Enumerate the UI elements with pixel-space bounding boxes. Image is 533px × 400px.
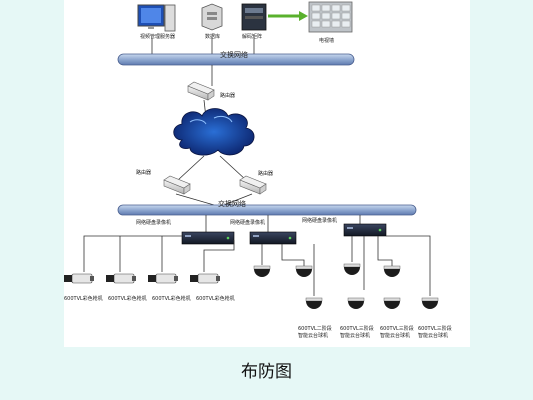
dome-label: 600TVL二阶段 智能云台球机 [298,325,332,339]
dome-label: 600TVL三阶段 智能云台球机 [418,325,452,339]
dome-camera-icon [343,263,361,275]
router-icon [187,81,215,101]
camera-label: 600TVL彩色枪机 [64,295,103,302]
dome-label-line: 智能云台球机 [380,332,410,339]
dome-camera-icon [305,297,323,309]
router-right-label: 路由器 [258,170,273,177]
router-icon [163,175,191,195]
dome-camera-icon [295,265,313,277]
dome-camera-icon [383,297,401,309]
dome-camera-icon [253,265,271,277]
decoder-icon [241,3,267,31]
slide-caption: 布防图 [241,362,292,382]
top-network-bus [117,53,355,66]
bullet-camera-icon [106,273,136,284]
dome-label-line: 600TVL三阶段 [418,325,452,332]
dome-camera-icon [383,265,401,277]
camera-label: 600TVL彩色枪机 [152,295,191,302]
router-icon [239,175,267,195]
video-wall-icon [308,1,353,33]
camera-label: 600TVL彩色枪机 [108,295,147,302]
nvr-label: 网络硬盘录像机 [302,217,337,224]
decoder-label: 解码矩阵 [242,33,262,40]
management-server-label: 视频管理服务器 [140,33,175,40]
dome-label: 600TVL三阶段 智能云台球机 [380,325,414,339]
dome-label-line: 智能云台球机 [298,332,328,339]
dome-label-line: 600TVL三阶段 [340,325,374,332]
router-left-label: 路由器 [136,169,151,176]
dome-label-line: 600TVL三阶段 [380,325,414,332]
dome-label: 600TVL三阶段 智能云台球机 [340,325,374,339]
camera-label: 600TVL彩色枪机 [196,295,235,302]
nvr-label: 网络硬盘录像机 [136,219,171,226]
bullet-camera-icon [190,273,220,284]
nvr-icon [343,223,387,237]
nvr-icon [249,231,297,245]
storage-server-label: 数据库 [205,33,220,40]
dome-label-line: 智能云台球机 [340,332,370,339]
storage-server-icon [201,3,223,31]
dome-label-line: 600TVL二阶段 [298,325,332,332]
dome-label-line: 智能云台球机 [418,332,448,339]
internet-cloud-icon [173,108,255,156]
dome-camera-icon [421,297,439,309]
middle-bus-label: 交换网络 [218,199,246,208]
router-top-label: 路由器 [220,92,235,99]
top-bus-label: 交换网络 [220,50,248,59]
network-diagram: 视频管理服务器 数据库 解码矩阵 电视墙 交换网络 [64,0,470,347]
bullet-camera-icon [148,273,178,284]
middle-network-bus [117,204,417,216]
bullet-camera-icon [64,273,94,284]
nvr-icon [181,231,235,245]
dome-camera-icon [347,297,365,309]
nvr-label: 网络硬盘录像机 [230,219,265,226]
video-wall-label: 电视墙 [319,37,334,44]
management-server-icon [137,4,176,32]
